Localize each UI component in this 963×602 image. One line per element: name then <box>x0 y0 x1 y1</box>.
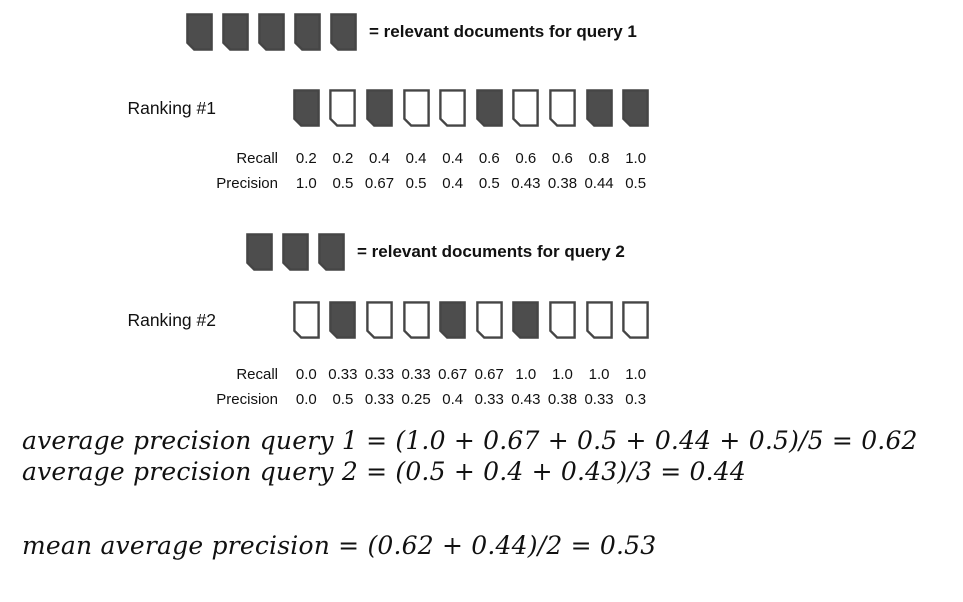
metric-value: 0.33 <box>364 390 395 408</box>
metric-value: 0.6 <box>478 149 500 167</box>
non-relevant-document-icon <box>549 89 576 127</box>
metric-value: 1.0 <box>625 365 647 383</box>
metric-value: 0.67 <box>474 365 504 383</box>
metric-value: 0.4 <box>442 149 464 167</box>
metric-value: 0.8 <box>588 149 610 167</box>
ranking1-recall-label: Recall <box>236 149 278 167</box>
relevant-document-icon <box>329 301 357 339</box>
non-relevant-document-icon <box>549 301 576 339</box>
mean-avg-precision-formula: mean average precision = (0.62 + 0.44)/2… <box>22 531 657 560</box>
metric-value: 0.3 <box>625 390 647 408</box>
relevant-document-icon <box>330 13 357 51</box>
metric-value: 1.0 <box>552 365 573 383</box>
ranking1-precision-values: 1.0 0.5 0.67 0.5 0.4 0.5 0.43 0.38 0.44 0.5 <box>288 175 654 192</box>
relevant-document-icon <box>282 233 309 271</box>
ranking2-label: Ranking #2 <box>127 309 216 330</box>
metric-value: 0.4 <box>405 149 427 167</box>
relevant-document-icon <box>292 89 320 127</box>
relevant-document-icon <box>294 13 321 51</box>
relevant-document-icon <box>222 13 249 51</box>
ranking1-label: Ranking #1 <box>127 97 216 118</box>
metric-value: 0.5 <box>625 174 647 192</box>
metric-value: 0.38 <box>547 390 578 408</box>
non-relevant-document-icon <box>585 301 613 339</box>
legend-query2-docs <box>246 233 345 271</box>
legend-query1: = relevant documents for query 1 <box>186 13 637 51</box>
legend-query2: = relevant documents for query 2 <box>246 233 625 271</box>
metric-value: 0.5 <box>332 174 354 192</box>
non-relevant-document-icon <box>512 89 540 127</box>
metric-value: 0.38 <box>547 174 578 192</box>
metric-value: 0.43 <box>511 174 541 192</box>
ranking1-precision-label: Precision <box>216 174 278 192</box>
relevant-document-icon <box>318 233 345 271</box>
ranking1-docs <box>288 89 654 127</box>
metric-value: 0.33 <box>474 390 504 408</box>
metric-value: 1.0 <box>295 174 317 192</box>
metric-value: 0.5 <box>332 390 354 408</box>
ranking2-recall-label: Recall <box>236 365 278 383</box>
legend-query1-label: = relevant documents for query 1 <box>369 22 637 41</box>
non-relevant-document-icon <box>366 301 393 339</box>
relevant-document-icon <box>622 89 649 127</box>
ranking1-recall-row: Recall 0.2 0.2 0.4 0.4 0.4 0.6 0.6 0.6 0.8 1.0 <box>0 146 654 170</box>
ranking1-row: Ranking #1 <box>0 86 654 130</box>
metric-value: 0.6 <box>552 149 573 167</box>
legend-query2-label: = relevant documents for query 2 <box>357 242 625 261</box>
ranking2-recall-values: 0.0 0.33 0.33 0.33 0.67 0.67 1.0 1.0 1.0 1.0 <box>288 366 654 383</box>
metric-value: 0.5 <box>405 174 427 192</box>
metric-value: 0.67 <box>364 174 395 192</box>
metric-value: 1.0 <box>625 149 647 167</box>
metric-value: 0.0 <box>295 365 317 383</box>
non-relevant-document-icon <box>292 301 320 339</box>
relevant-document-icon <box>258 13 285 51</box>
metric-value: 0.6 <box>515 149 537 167</box>
metric-value: 0.4 <box>442 390 464 408</box>
metric-value: 0.33 <box>584 390 614 408</box>
metric-value: 0.33 <box>364 365 395 383</box>
metric-value: 0.25 <box>401 390 431 408</box>
metric-value: 1.0 <box>515 365 537 383</box>
ranking1-precision-row: Precision 1.0 0.5 0.67 0.5 0.4 0.5 0.43 0.38 0.4… <box>0 171 654 195</box>
metric-value: 0.2 <box>332 149 354 167</box>
ranking2-recall-row: Recall 0.0 0.33 0.33 0.33 0.67 0.67 1.0 1.0 1.0 1… <box>0 362 654 386</box>
relevant-document-icon <box>366 89 393 127</box>
ranking2-precision-label: Precision <box>216 390 278 408</box>
ranking1-recall-values: 0.2 0.2 0.4 0.4 0.4 0.6 0.6 0.6 0.8 1.0 <box>288 150 654 167</box>
relevant-document-icon <box>512 301 540 339</box>
metric-value: 0.33 <box>328 365 358 383</box>
relevant-document-icon <box>475 89 503 127</box>
metric-value: 0.4 <box>369 149 390 167</box>
ranking2-row: Ranking #2 <box>0 298 654 342</box>
non-relevant-document-icon <box>622 301 649 339</box>
relevant-document-icon <box>585 89 613 127</box>
metric-value: 0.44 <box>584 174 614 192</box>
relevant-document-icon <box>186 13 213 51</box>
avg-precision-query1-formula: average precision query 1 = (1.0 + 0.67 … <box>22 426 918 455</box>
relevant-document-icon <box>246 233 273 271</box>
metric-value: 0.2 <box>295 149 317 167</box>
metric-value: 0.33 <box>401 365 431 383</box>
ranking2-precision-values: 0.0 0.5 0.33 0.25 0.4 0.33 0.43 0.38 0.33 0.3 <box>288 391 654 408</box>
metric-value: 0.5 <box>478 174 500 192</box>
ranking2-docs <box>288 301 654 339</box>
metric-value: 0.67 <box>438 365 468 383</box>
non-relevant-document-icon <box>402 301 430 339</box>
non-relevant-document-icon <box>475 301 503 339</box>
metric-value: 1.0 <box>588 365 610 383</box>
legend-query1-docs <box>186 13 357 51</box>
metric-value: 0.43 <box>511 390 541 408</box>
relevant-document-icon <box>439 301 466 339</box>
non-relevant-document-icon <box>329 89 357 127</box>
non-relevant-document-icon <box>402 89 430 127</box>
metric-value: 0.4 <box>442 174 464 192</box>
non-relevant-document-icon <box>439 89 466 127</box>
avg-precision-query2-formula: average precision query 2 = (0.5 + 0.4 +… <box>22 457 746 486</box>
metric-value: 0.0 <box>295 390 317 408</box>
